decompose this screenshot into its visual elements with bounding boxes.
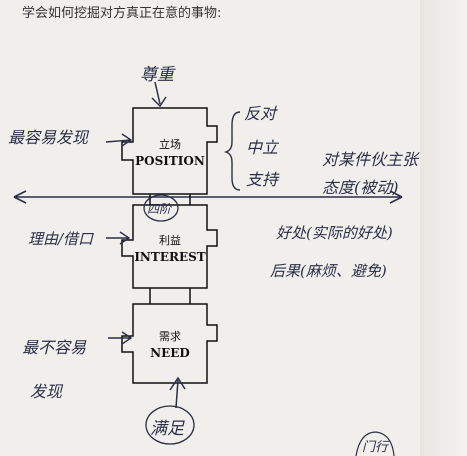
position-label-en: POSITION bbox=[135, 154, 205, 168]
brace bbox=[223, 111, 241, 191]
note-option-oppose: 反对 bbox=[244, 104, 277, 123]
note-option-support: 支持 bbox=[246, 170, 279, 189]
circle-corner bbox=[355, 431, 395, 456]
need-label: 需求 NEED bbox=[133, 328, 207, 360]
note-corner: 门行 bbox=[362, 440, 389, 455]
note-interest-right-2: 后果(麻烦、避免) bbox=[270, 262, 387, 280]
arrow-interest-left bbox=[106, 231, 131, 245]
note-interest-left: 理由/借口 bbox=[28, 230, 94, 248]
interest-label-en: INTEREST bbox=[134, 250, 206, 264]
note-need-left-2: 发现 bbox=[30, 382, 63, 401]
need-label-en: NEED bbox=[150, 346, 190, 360]
note-top: 尊重 bbox=[140, 65, 174, 85]
need-label-zh: 需求 bbox=[159, 330, 181, 343]
note-position-right-1: 对某件伙主张 bbox=[322, 150, 419, 169]
page-edge-shadow bbox=[420, 0, 467, 456]
arrow-bottom-up bbox=[169, 376, 186, 409]
arrow-position-left bbox=[105, 133, 133, 147]
connector-top bbox=[149, 194, 191, 205]
axis-arrow-right bbox=[389, 190, 403, 204]
circle-top bbox=[143, 194, 179, 222]
arrow-need-left bbox=[108, 331, 133, 345]
connector-bottom bbox=[149, 288, 191, 304]
arrow-top-down bbox=[151, 81, 167, 108]
position-box bbox=[121, 107, 218, 195]
interest-label-zh: 利益 bbox=[159, 234, 181, 247]
need-box bbox=[121, 303, 218, 384]
note-need-left-1: 最不容易 bbox=[22, 338, 87, 357]
note-position-left: 最容易发现 bbox=[8, 128, 89, 147]
axis-arrow-left bbox=[13, 190, 27, 204]
note-option-neutral: 中立 bbox=[246, 138, 279, 157]
note-circled-bottom: 满足 bbox=[150, 419, 184, 439]
position-label-zh: 立场 bbox=[159, 138, 181, 151]
note-circled-top: 四阶 bbox=[147, 202, 172, 216]
note-position-right-2: 态度(被动) bbox=[322, 178, 399, 197]
interest-box bbox=[121, 204, 218, 289]
note-interest-right-1: 好处(实际的好处) bbox=[276, 224, 393, 242]
position-label: 立场 POSITION bbox=[133, 136, 207, 168]
page-heading: 学会如何挖掘对方真正在意的事物: bbox=[22, 6, 222, 21]
interest-label: 利益 INTEREST bbox=[133, 232, 207, 264]
circle-bottom bbox=[145, 405, 195, 445]
